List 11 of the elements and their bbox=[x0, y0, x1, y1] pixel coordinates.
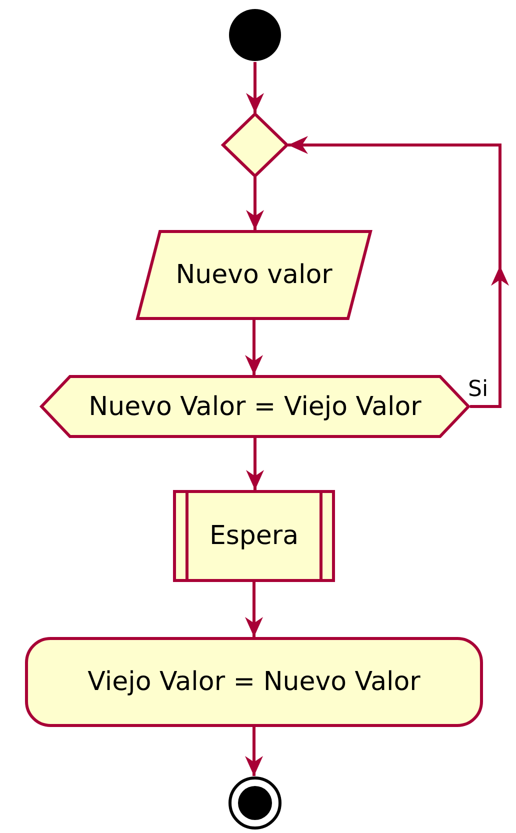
subprocess-box bbox=[173, 490, 335, 582]
merge-diamond bbox=[222, 113, 288, 177]
end-circle bbox=[228, 776, 282, 830]
input-parallelogram bbox=[136, 230, 372, 320]
start-circle bbox=[228, 8, 282, 62]
node-text: Nuevo valor bbox=[176, 260, 332, 290]
action-box bbox=[25, 637, 483, 727]
node-text: Viejo Valor = Nuevo Valor bbox=[88, 667, 420, 697]
node-text: Nuevo Valor = Viejo Valor bbox=[88, 392, 422, 422]
decision-hexagon bbox=[40, 375, 470, 438]
node-text: Espera bbox=[209, 521, 299, 551]
